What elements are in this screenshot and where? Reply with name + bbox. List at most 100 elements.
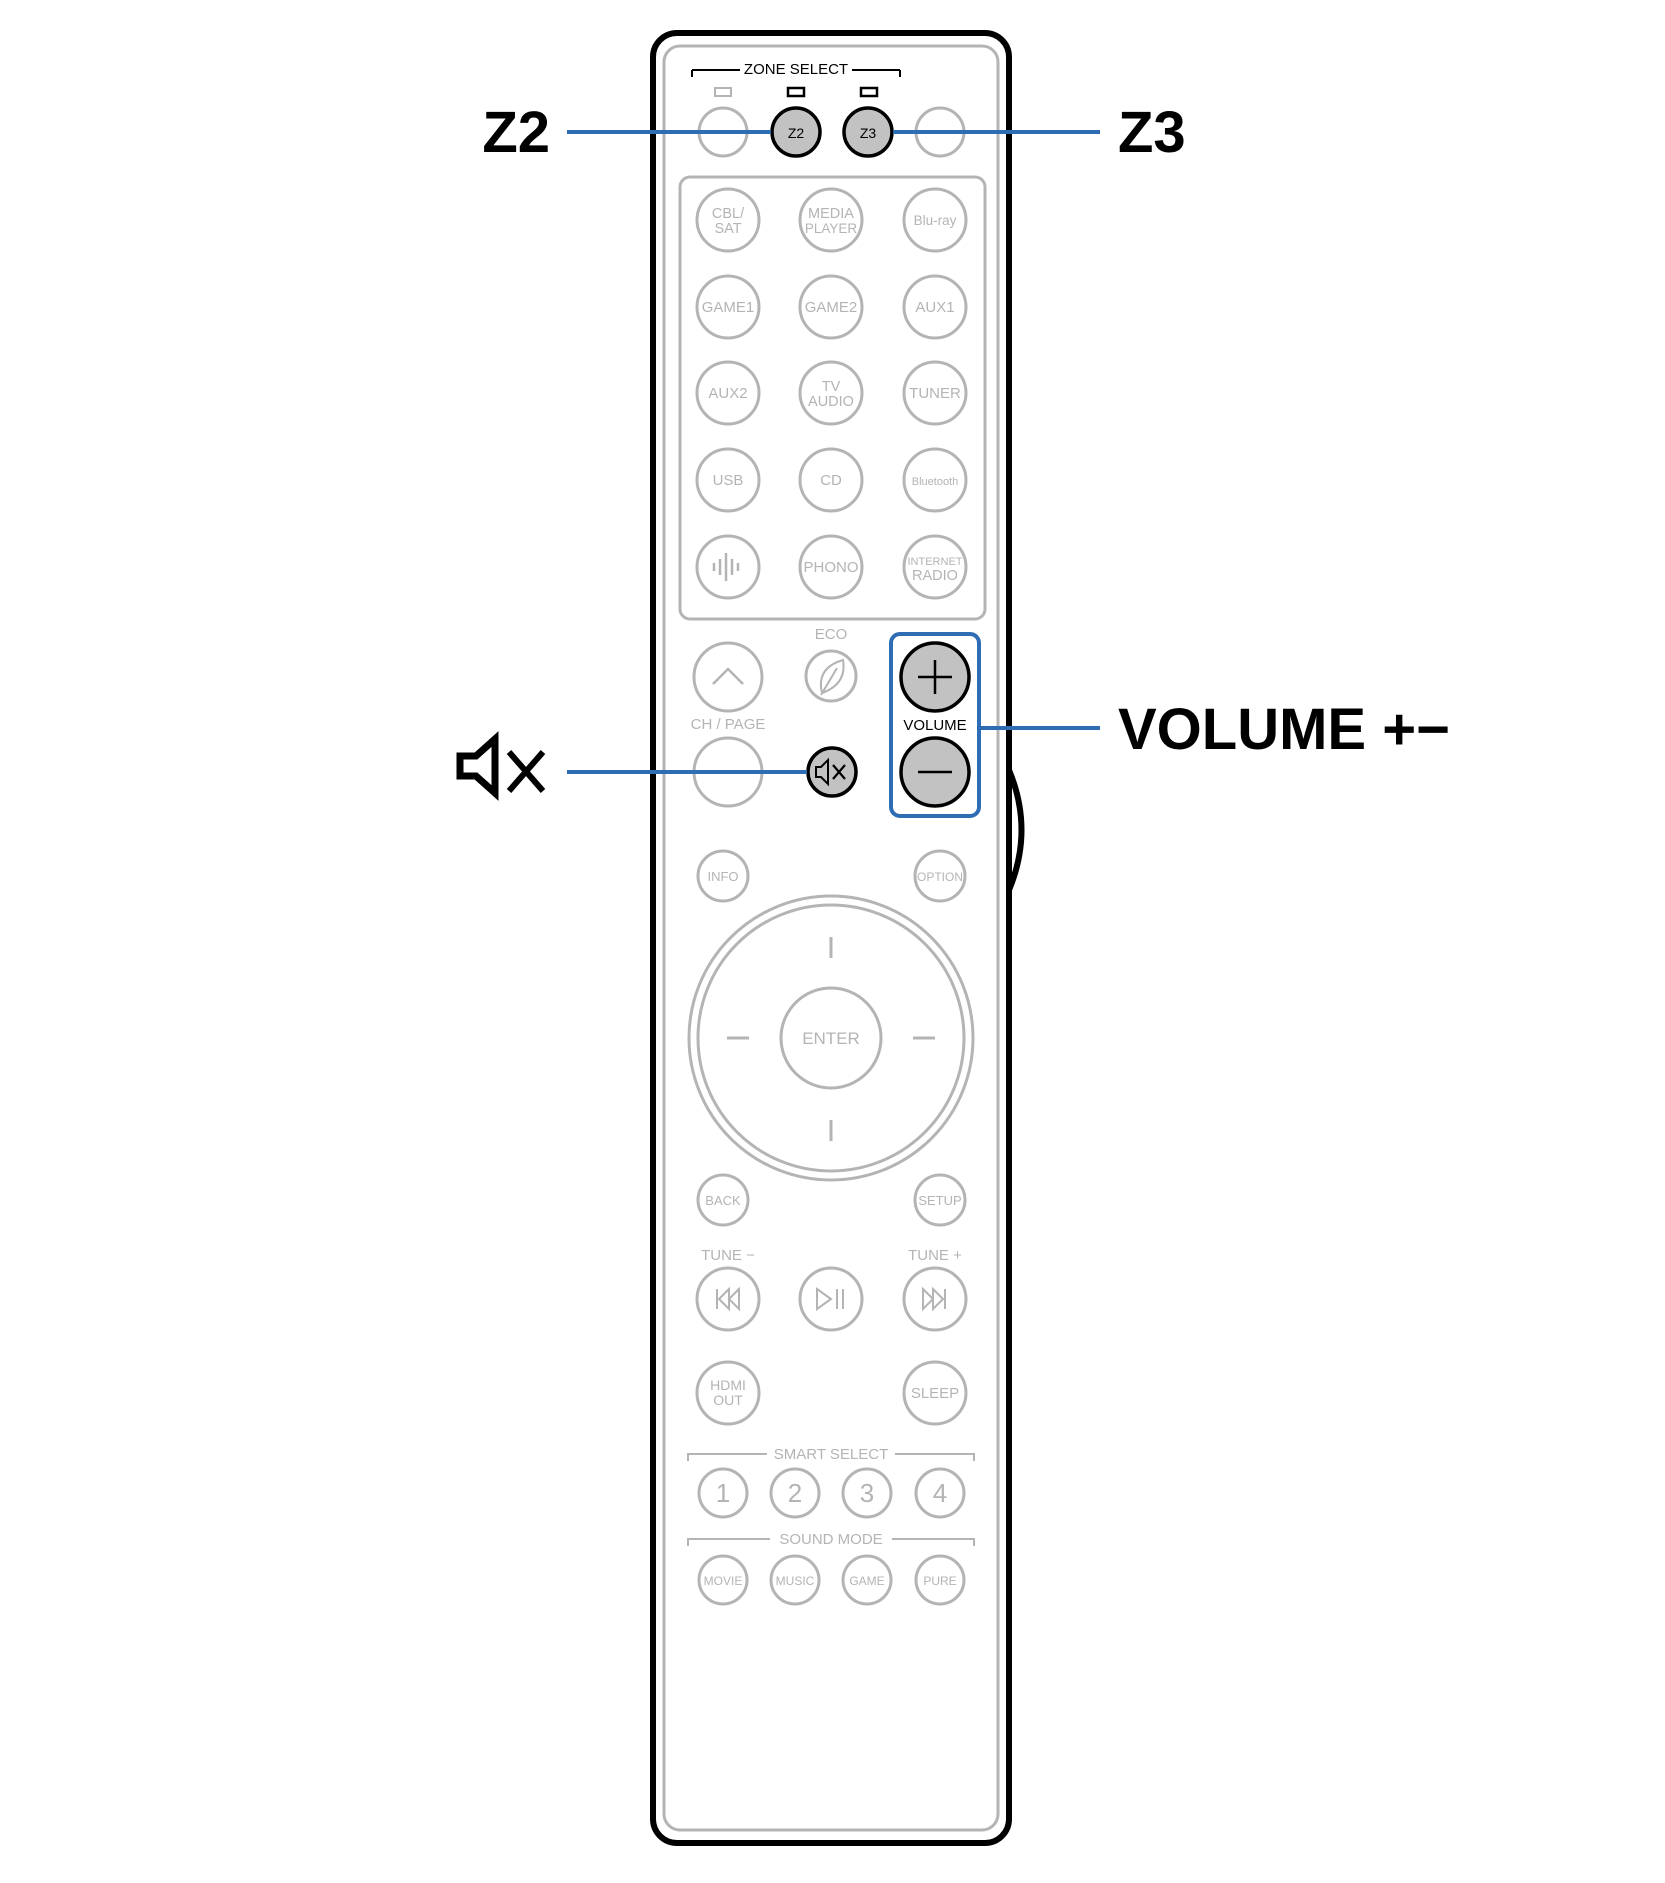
source-button-cd[interactable] [798, 447, 864, 513]
sound-mode-button-game[interactable] [841, 1554, 893, 1606]
volume-label: VOLUME [903, 717, 966, 734]
volume-callout-label: VOLUME +− [1118, 697, 1450, 762]
smart-select-button-4-label: 4 [933, 1478, 947, 1508]
source-button-aux1-label: AUX1 [915, 299, 954, 316]
dpad-ring-inner [696, 903, 966, 1173]
source-button-tuner-label: TUNER [909, 385, 961, 402]
smart-select-button-1[interactable] [697, 1467, 749, 1519]
setup-button[interactable] [913, 1173, 967, 1227]
mute-icon [456, 731, 546, 801]
zone-2-button[interactable] [770, 106, 822, 158]
source-button-media-player-label-line2: PLAYER [805, 221, 858, 236]
plus-icon [918, 660, 952, 694]
source-button-game2-label: GAME2 [805, 299, 858, 316]
smart-select-row: 1 2 3 4 [697, 1467, 966, 1519]
leaf-icon [820, 658, 845, 696]
sleep-button[interactable] [902, 1360, 968, 1426]
source-button-phono[interactable] [798, 534, 864, 600]
source-button-media-player[interactable] [798, 187, 864, 253]
source-button-blu-ray-label: Blu-ray [914, 213, 957, 228]
source-button-bluetooth[interactable] [902, 447, 968, 513]
mute-icon [815, 757, 846, 787]
source-button-game1[interactable] [695, 274, 761, 340]
sound-mode-button-pure[interactable] [914, 1554, 966, 1606]
source-button-internet-radio-label-line1: INTERNET [908, 556, 963, 568]
sound-mode-button-music-label: MUSIC [776, 1574, 815, 1588]
ch-page-label: CH / PAGE [691, 716, 766, 733]
skip-forward-button[interactable] [902, 1266, 968, 1332]
sleep-label: SLEEP [911, 1385, 959, 1402]
source-button-tv-audio-label-line2: AUDIO [808, 394, 854, 410]
sound-mode-row: MOVIE MUSIC GAME PURE [697, 1554, 966, 1606]
heos-icon [712, 553, 740, 581]
source-button-aux1[interactable] [902, 274, 968, 340]
smart-select-button-2-label: 2 [788, 1478, 802, 1508]
smart-select-button-1-label: 1 [716, 1478, 730, 1508]
play-pause-icon [816, 1287, 844, 1311]
sound-mode-button-movie[interactable] [697, 1554, 749, 1606]
hdmi-out-button[interactable] [695, 1360, 761, 1426]
skip-back-icon [716, 1286, 740, 1312]
zone-select-label: ZONE SELECT [744, 61, 848, 78]
z3-callout-label: Z3 [1118, 100, 1186, 165]
source-button-tuner[interactable] [902, 360, 968, 426]
tune-minus-label: TUNE − [701, 1247, 755, 1264]
source-button-aux2-label: AUX2 [708, 385, 747, 402]
sound-mode-label: SOUND MODE [779, 1531, 882, 1548]
source-button-cbl-sat-label-line2: SAT [714, 221, 741, 237]
dpad-ring-outer [687, 894, 975, 1182]
channel-page-up-button[interactable] [692, 641, 764, 713]
zone-2-led [786, 86, 806, 98]
enter-button[interactable] [779, 986, 883, 1090]
setup-label: SETUP [918, 1193, 961, 1208]
info-button[interactable] [696, 849, 750, 903]
sound-mode-button-movie-label: MOVIE [704, 1574, 743, 1588]
z2-callout-label: Z2 [482, 100, 550, 165]
zone-3-button[interactable] [842, 106, 894, 158]
sound-mode-button-game-label: GAME [849, 1574, 884, 1588]
tune-plus-label: TUNE + [908, 1247, 962, 1264]
eco-button[interactable] [804, 649, 858, 703]
skip-back-button[interactable] [695, 1266, 761, 1332]
smart-select-button-3-label: 3 [860, 1478, 874, 1508]
chevron-up-icon [712, 667, 744, 685]
sound-mode-button-pure-label: PURE [923, 1574, 956, 1588]
smart-select-label: SMART SELECT [774, 1446, 888, 1463]
smart-select-button-3[interactable] [841, 1467, 893, 1519]
remote-body-inner [662, 44, 1000, 1832]
hdmi-out-label-line1: HDMI [710, 1377, 746, 1393]
source-button-aux2[interactable] [695, 360, 761, 426]
source-button-heos[interactable] [695, 534, 761, 600]
back-button[interactable] [696, 1173, 750, 1227]
zone-2-button-label: Z2 [788, 125, 805, 141]
smart-select-button-4[interactable] [914, 1467, 966, 1519]
sound-mode-button-music[interactable] [769, 1554, 821, 1606]
mute-button[interactable] [806, 746, 858, 798]
source-button-usb-label: USB [713, 472, 744, 489]
source-button-usb[interactable] [695, 447, 761, 513]
eco-label: ECO [815, 626, 848, 643]
source-button-tv-audio-label-line1: TV [822, 379, 841, 395]
smart-select-button-2[interactable] [769, 1467, 821, 1519]
hdmi-out-label-line2: OUT [713, 1392, 743, 1408]
source-button-cbl-sat[interactable] [695, 187, 761, 253]
source-panel [678, 175, 987, 621]
source-button-tv-audio[interactable] [798, 360, 864, 426]
zone-3-button-label: Z3 [860, 125, 877, 141]
skip-forward-icon [922, 1286, 946, 1312]
remote-side-bump [1006, 768, 1025, 892]
source-button-game2[interactable] [798, 274, 864, 340]
source-button-cbl-sat-label-line1: CBL/ [712, 206, 745, 222]
play-pause-button[interactable] [798, 1266, 864, 1332]
source-button-bluetooth-label: Bluetooth [912, 476, 958, 488]
source-button-blu-ray[interactable] [902, 187, 968, 253]
source-button-media-player-label-line1: MEDIA [808, 206, 854, 222]
source-button-internet-radio[interactable] [902, 534, 968, 600]
source-button-cd-label: CD [820, 472, 842, 489]
source-button-internet-radio-label-line2: RADIO [912, 568, 958, 584]
option-button[interactable] [913, 849, 967, 903]
source-button-game1-label: GAME1 [702, 299, 755, 316]
